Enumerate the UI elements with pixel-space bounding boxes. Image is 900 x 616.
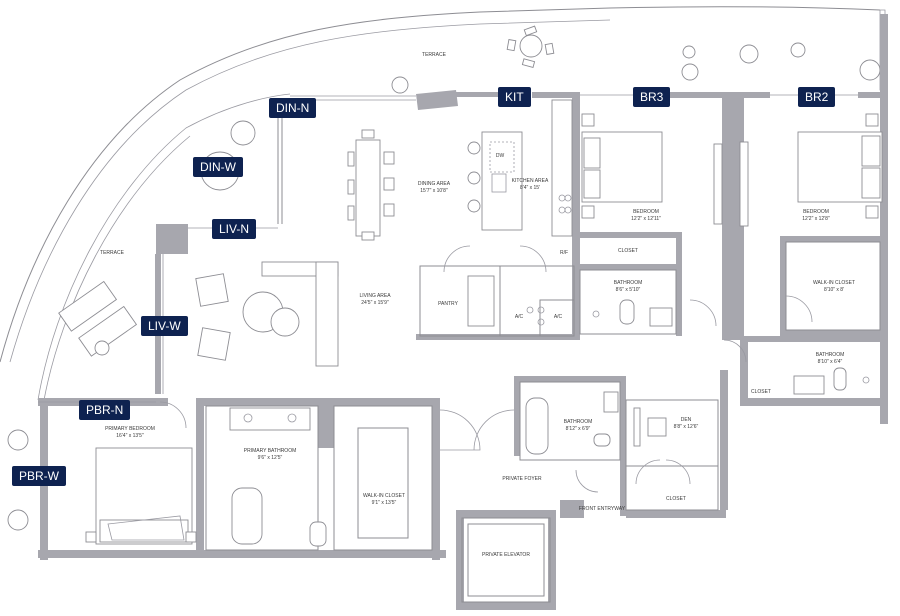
bedroom3-furniture — [581, 113, 723, 225]
marker-liv-w[interactable]: LIV-W — [141, 316, 188, 336]
marker-din-w[interactable]: DIN-W — [193, 157, 243, 177]
living-furniture — [195, 261, 339, 367]
primary-bed — [85, 447, 197, 545]
bedroom2-furniture — [739, 113, 883, 227]
marker-br3[interactable]: BR3 — [633, 87, 671, 107]
walls — [38, 14, 888, 610]
marker-pbr-w[interactable]: PBR-W — [12, 466, 66, 486]
marker-liv-n[interactable]: LIV-N — [212, 219, 257, 239]
marker-kit[interactable]: KIT — [498, 87, 531, 107]
bath-fixtures — [229, 299, 870, 547]
marker-din-n[interactable]: DIN-N — [269, 98, 317, 118]
marker-br2[interactable]: BR2 — [798, 87, 836, 107]
kitchen — [467, 99, 573, 327]
dining-table — [347, 129, 395, 241]
marker-pbr-n[interactable]: PBR-N — [79, 400, 131, 420]
